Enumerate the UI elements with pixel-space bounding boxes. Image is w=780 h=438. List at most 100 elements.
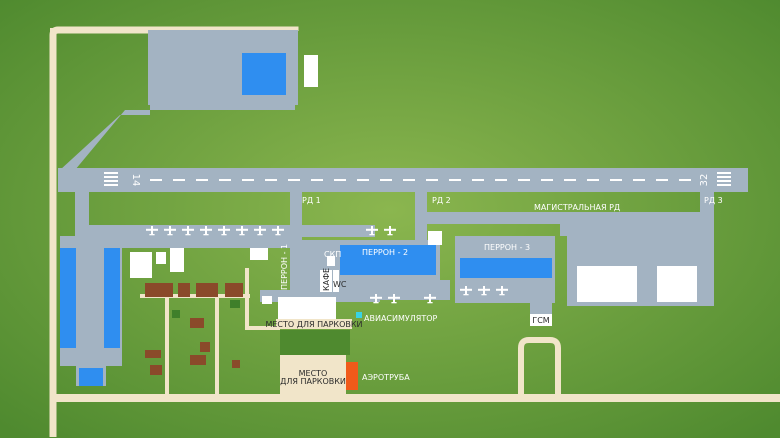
taxiway-west-connector [75,190,89,238]
parking-building [278,297,336,319]
label-apron-1: ПЕРРОН - 1 [280,244,289,290]
centerline-dash [288,179,300,181]
centerline-dash [472,179,484,181]
label-apron-3: ПЕРРОН - 3 [484,243,530,252]
building-brown-1 [145,283,173,297]
fuel-station [530,314,552,326]
centerline-dash [633,179,645,181]
label-main-taxiway: МАГИСТРАЛЬНАЯ РД [534,203,620,212]
skp-tower [327,256,335,266]
centerline-dash [150,179,162,181]
centerline-dash [426,179,438,181]
wc-building [333,270,339,292]
label-rd3: РД 3 [704,196,723,205]
village-road-2 [215,295,219,395]
perimeter-road-south [50,394,780,402]
label-parking-1: МЕСТО ДЛЯ ПАРКОВКИ [265,320,362,329]
north-stand-1 [155,98,205,105]
north-hangar-roof [242,53,286,95]
centerline-dash [334,179,346,181]
threshold-marks-east [717,172,731,186]
label-atb: АТБ [175,255,184,271]
atb-building [170,248,184,272]
building-brown-10 [232,360,240,368]
building-white-3 [250,248,268,260]
centerline-dash [311,179,323,181]
tree-block-1 [230,300,240,308]
west-hangar-1 [60,248,76,348]
main-taxiway [425,212,700,224]
building-brown-4 [225,283,243,297]
building-brown-6 [200,342,210,352]
label-wc: WC [333,280,347,289]
centerline-dash [403,179,415,181]
north-stand-2 [233,98,289,105]
label-wind-tunnel: АЭРОТРУБА [362,373,410,382]
centerline-dash [541,179,553,181]
centerline-dash [173,179,185,181]
apron-2-hangar [340,245,436,275]
east-hangar-2 [657,266,697,302]
centerline-dash [357,179,369,181]
simulator-marker [356,312,362,318]
building-brown-9 [150,365,162,375]
northwest-taxiway [60,100,295,170]
centerline-dash [242,179,254,181]
label-apron-2: ПЕРРОН - 2 [362,248,408,257]
apron-3-hangar [460,258,552,278]
taxiway-rd2 [415,190,427,240]
building-white-2 [156,252,166,264]
apron-2-kiosk [428,231,442,245]
centerline-dash [587,179,599,181]
centerline-dash [564,179,576,181]
village-road-1 [165,295,169,395]
centerline-dash [656,179,668,181]
centerline-dash [265,179,277,181]
runway-number-east: 32 [699,174,710,187]
grass-strip [280,330,350,355]
north-building [304,55,318,87]
building-white-1 [130,252,152,278]
label-cafe: КАФЕ [322,268,331,291]
west-gate-hangar [79,368,103,386]
label-parking-2-line2: ДЛЯ ПАРКОВКИ [280,377,346,386]
apron-1-row [120,236,302,248]
centerline-dash [380,179,392,181]
village-road-3 [140,294,250,298]
label-parking-2-line1: МЕСТО [299,369,328,378]
centerline-dash [610,179,622,181]
east-hangar-1 [577,266,637,302]
centerline-dash [219,179,231,181]
centerline-dash [518,179,530,181]
runway-centerline [150,179,691,181]
label-skp: СКП [324,250,341,259]
village-road-4 [245,268,249,328]
wind-tunnel [346,362,358,390]
cafe-building [320,270,332,292]
service-road-loop [518,337,561,397]
building-brown-5 [190,318,204,328]
runway-number-west: 14 [130,174,141,187]
centerline-dash [196,179,208,181]
building-white-4 [262,296,272,304]
label-rd2: РД 2 [432,196,451,205]
label-rd1: РД 1 [302,196,321,205]
parking-area-1 [276,319,352,329]
tree-block-2 [172,310,180,318]
building-brown-8 [190,355,206,365]
building-brown-2 [178,283,190,297]
fuel-connector [530,295,552,317]
centerline-dash [495,179,507,181]
village-road-5 [245,326,280,330]
parking-area-2 [280,355,346,395]
building-brown-7 [145,350,161,358]
label-simulator: АВИАСИМУЛЯТОР [364,314,438,323]
threshold-marks-west [104,172,118,186]
west-hangar-2 [104,248,120,348]
centerline-dash [449,179,461,181]
label-fuel: ГСМ [532,316,549,325]
centerline-dash [679,179,691,181]
building-brown-3 [196,283,218,297]
